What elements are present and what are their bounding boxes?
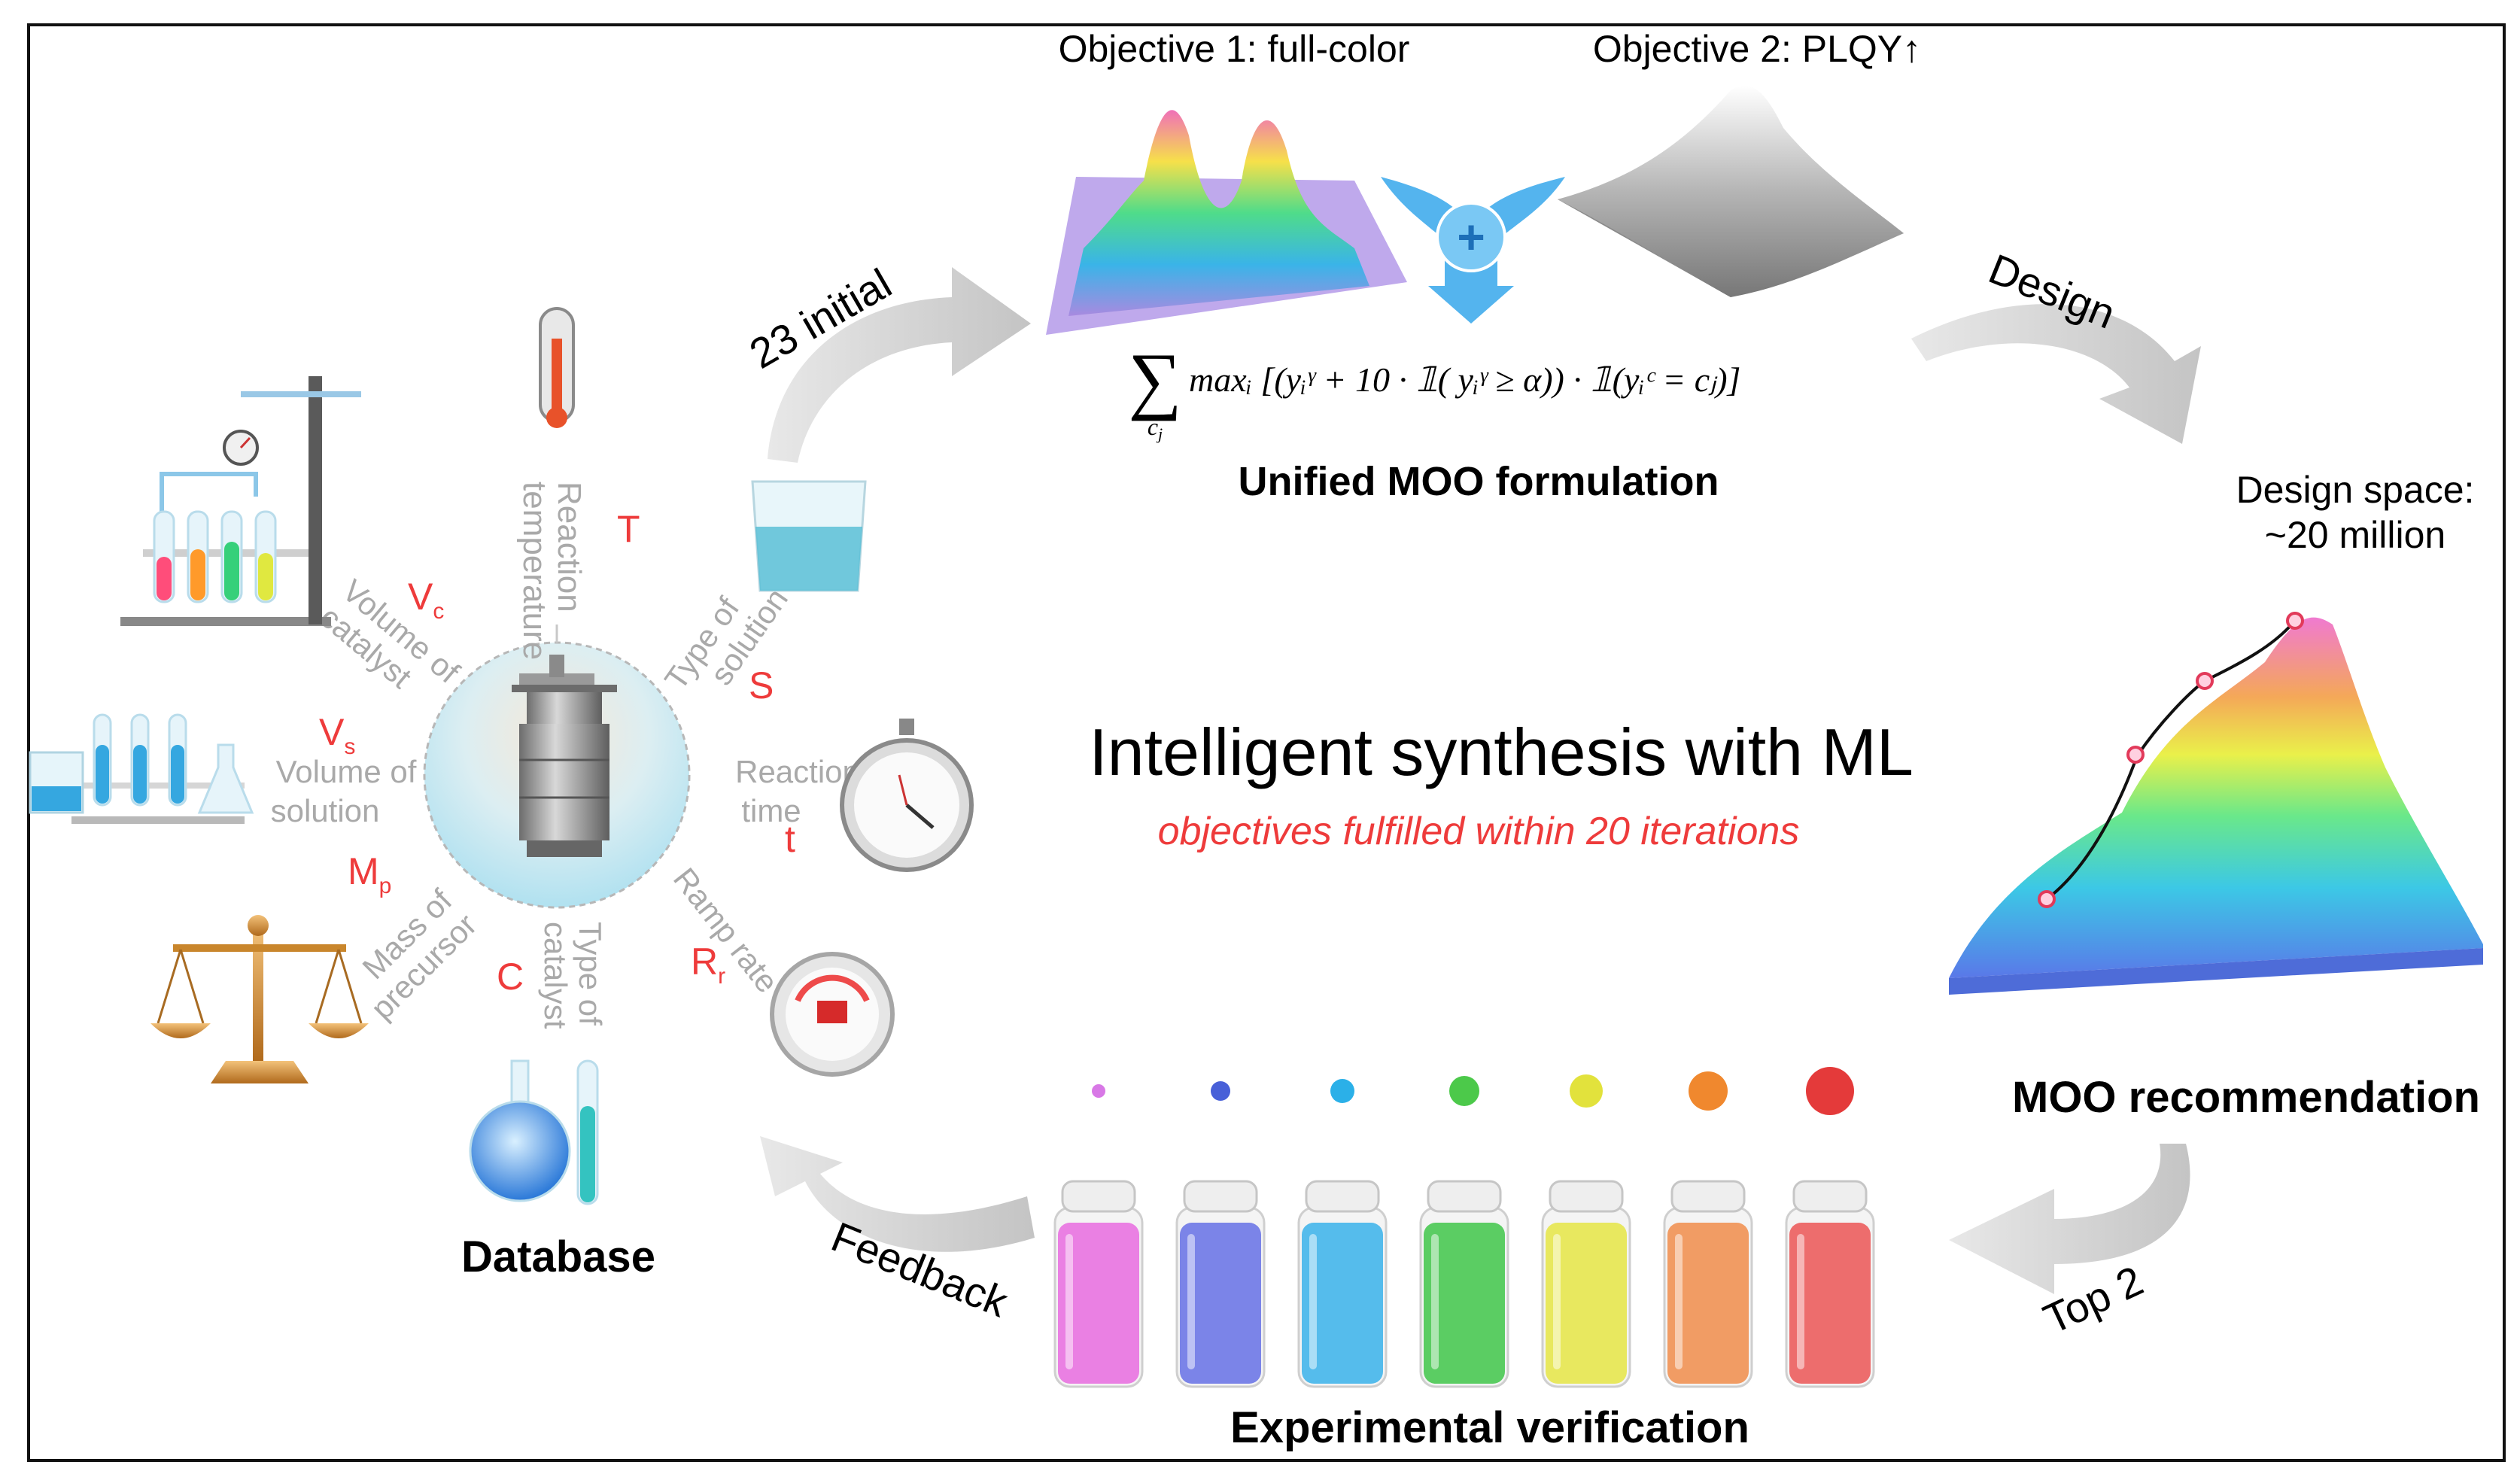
svg-text:Type of: Type of	[573, 922, 608, 1026]
formula-body: maxᵢ [(yᵢᵞ + 10 · 𝟙( yᵢᵞ ≥ α)) · 𝟙(yᵢᶜ =…	[1189, 360, 1740, 399]
param-symbol-T: T	[617, 508, 640, 550]
svg-text:catalyst: catalyst	[538, 922, 573, 1029]
plus-combiner-icon: +	[1381, 177, 1565, 324]
param-mass-of-precursor: Mass of precursor	[355, 883, 483, 1026]
design-space-landscape	[1949, 612, 2483, 995]
moo-recommendation-label: MOO recommendation	[2012, 1073, 2480, 1122]
param-symbol-t: t	[785, 818, 795, 860]
param-symbol-Mp: Mp	[348, 850, 391, 898]
arrow-initial: 23 initial	[742, 259, 1031, 463]
vial	[1419, 1180, 1509, 1388]
param-symbol-C: C	[497, 956, 524, 998]
design-space-line1: Design space:	[2236, 469, 2475, 511]
vials-row	[1053, 1180, 1875, 1388]
svg-text:Reaction: Reaction	[735, 754, 860, 789]
unified-moo-caption: Unified MOO formulation	[1239, 459, 1719, 504]
autoclave-icon	[512, 655, 617, 857]
color-dot	[1806, 1067, 1854, 1115]
param-symbol-Vc: Vc	[408, 576, 444, 624]
blue-test-tubes-icon	[29, 713, 254, 824]
color-dot	[1330, 1079, 1354, 1103]
thermometer-icon	[539, 307, 575, 428]
arrow-top2: Top 2	[1949, 1144, 2190, 1343]
svg-text:+: +	[1457, 210, 1485, 264]
param-reaction-temperature: Reaction temperature	[516, 482, 588, 660]
svg-text:time: time	[741, 793, 801, 828]
svg-text:solution: solution	[271, 793, 380, 828]
center-subtitle: objectives fulfilled within 20 iteration…	[1158, 810, 1800, 853]
objective-2-label: Objective 2: PLQY↑	[1593, 28, 1921, 70]
vial	[1297, 1180, 1388, 1388]
vial	[1663, 1180, 1753, 1388]
figure-frame	[27, 23, 2506, 1462]
param-symbol-Rr: Rr	[691, 941, 725, 989]
objective-1-label: Objective 1: full-color	[1059, 28, 1410, 70]
formula-sum-sub: cj	[1148, 413, 1163, 443]
param-ramp-rate: Ramp rate	[667, 862, 786, 999]
svg-text:Volume of: Volume of	[276, 754, 417, 789]
flask-icon	[469, 1059, 599, 1205]
balance-scale-icon	[150, 915, 369, 1083]
vial	[1541, 1180, 1631, 1388]
svg-text:temperature: temperature	[516, 482, 553, 660]
beaker-icon	[751, 480, 867, 592]
param-reaction-time: Reaction time	[735, 754, 860, 828]
gauge-icon	[770, 952, 895, 1077]
vial	[1053, 1180, 1144, 1388]
moo-formula: ∑ cj maxᵢ [(yᵢᵞ + 10 · 𝟙( yᵢᵞ ≥ α)) · 𝟙(…	[1128, 338, 1740, 443]
arrow-feedback: Feedback	[760, 1136, 1035, 1327]
svg-text:Reaction: Reaction	[551, 482, 588, 612]
param-volume-of-solution: Volume of solution	[271, 754, 417, 828]
color-dot	[1689, 1071, 1728, 1111]
param-volume-of-catalyst: Volume of catalyst	[314, 573, 467, 695]
formula-sum-symbol: ∑	[1128, 338, 1181, 421]
center-title: Intelligent synthesis with ML	[1089, 715, 1914, 789]
vial	[1175, 1180, 1266, 1388]
design-space-line2: ~20 million	[2265, 514, 2446, 556]
param-symbol-S: S	[749, 664, 774, 707]
color-dots-row	[1092, 1067, 1854, 1115]
vial	[1785, 1180, 1875, 1388]
color-dot	[1092, 1084, 1105, 1098]
param-type-of-catalyst: Type of catalyst	[538, 922, 608, 1029]
test-tube-rack-gauge-icon	[120, 376, 361, 626]
svg-text:Ramp rate: Ramp rate	[667, 862, 786, 999]
arrow-design: Design	[1911, 245, 2201, 444]
param-symbol-Vs: Vs	[319, 711, 355, 759]
color-dot	[1449, 1076, 1479, 1106]
objective-1-landscape	[1046, 110, 1407, 335]
experimental-verification-label: Experimental verification	[1230, 1403, 1749, 1452]
stopwatch-icon	[840, 719, 974, 872]
color-dot	[1211, 1081, 1230, 1101]
database-label: Database	[461, 1232, 655, 1281]
objective-2-landscape	[1558, 85, 1904, 297]
color-dot	[1570, 1074, 1603, 1108]
